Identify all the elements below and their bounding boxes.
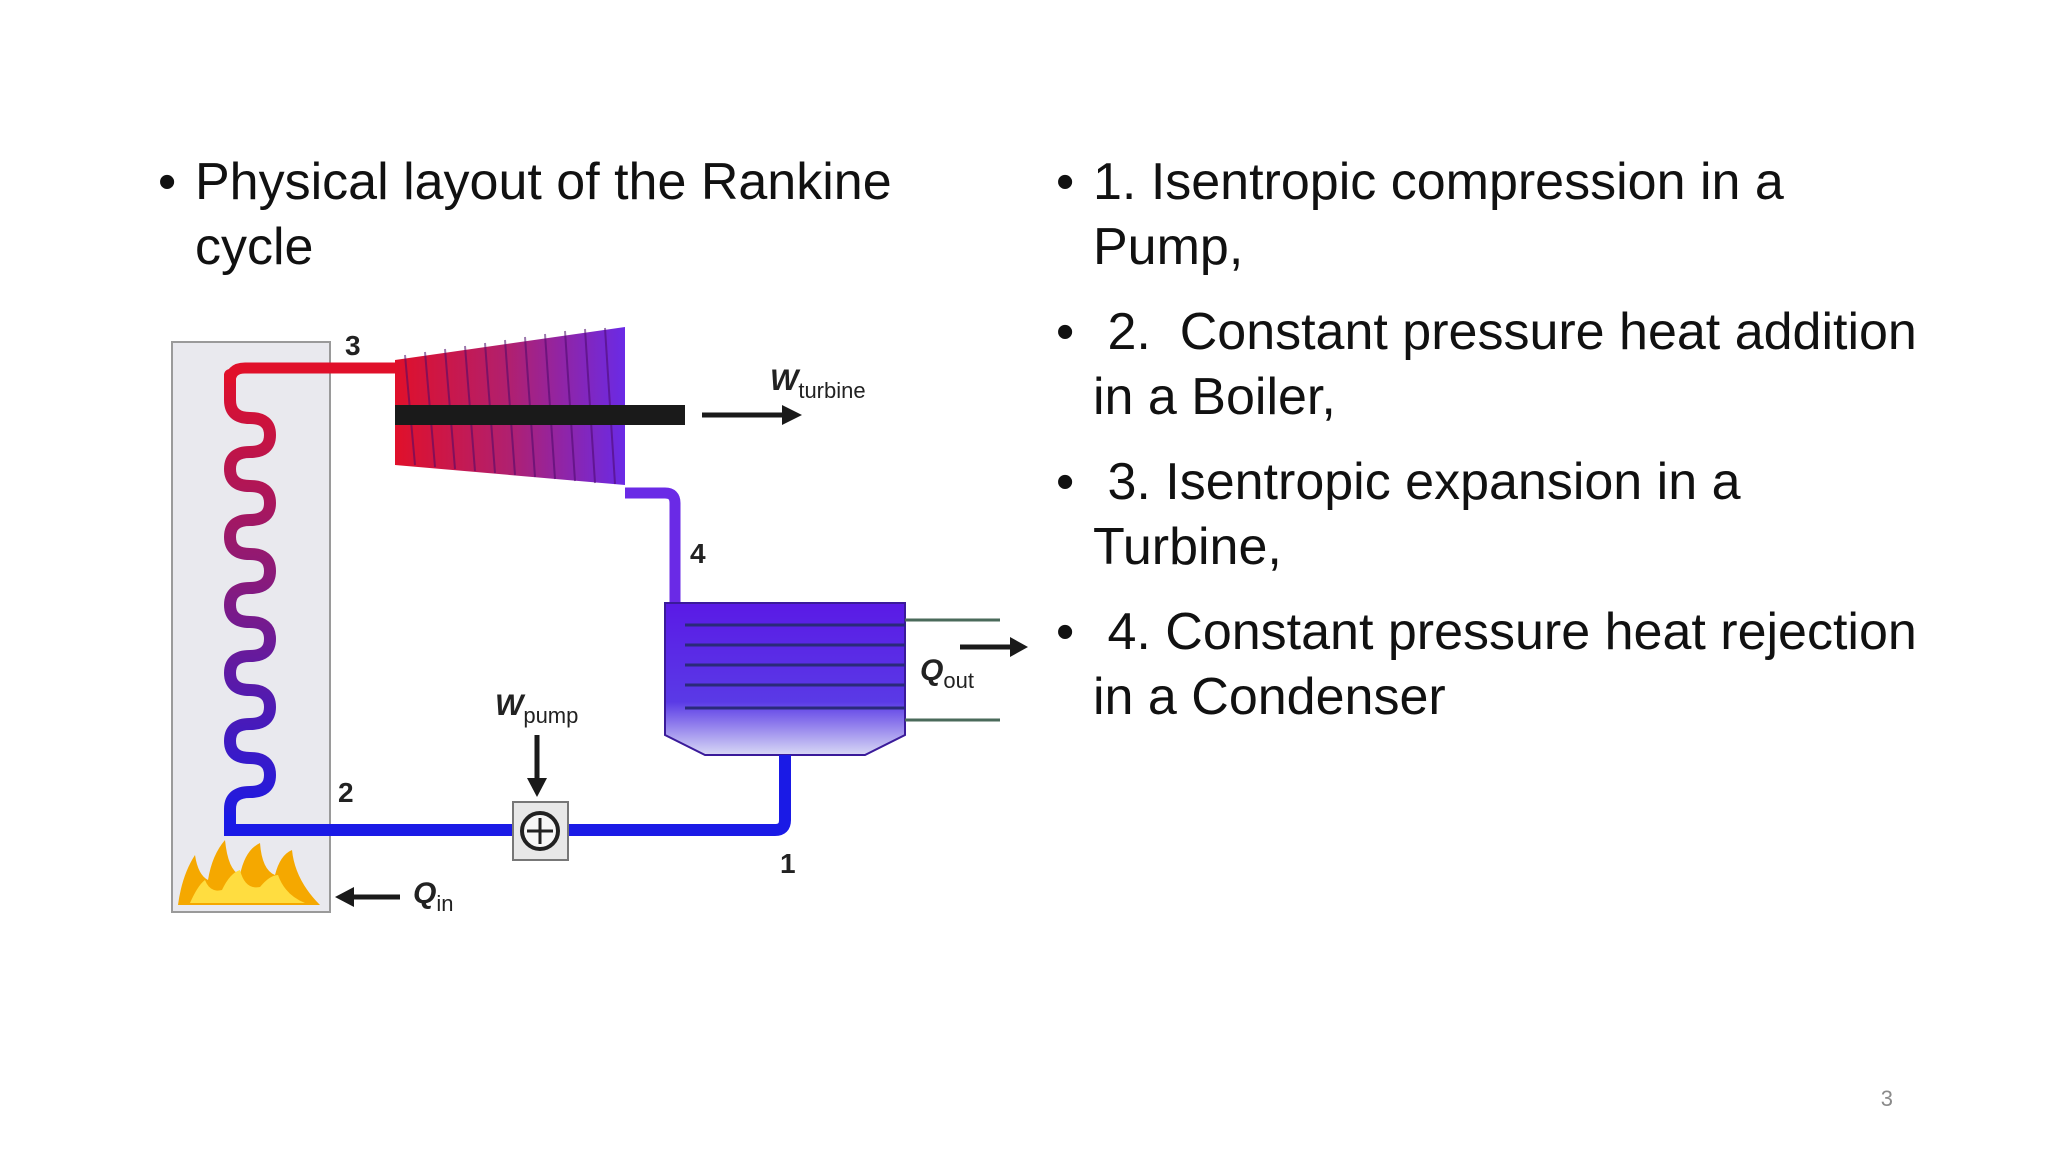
feedwater-pipe xyxy=(224,755,791,836)
state-label-3: 3 xyxy=(345,330,361,361)
q-out-symbol: Q xyxy=(920,654,943,687)
q-out-subscript: out xyxy=(943,668,974,693)
bullet-step-1: • 1. Isentropic compression in a Pump, xyxy=(1048,150,1928,280)
state-label-4: 4 xyxy=(690,538,706,569)
bullet-dot: • xyxy=(1056,303,1075,361)
w-turbine-subscript: turbine xyxy=(798,378,865,403)
q-in-symbol: Q xyxy=(413,877,436,910)
rankine-cycle-diagram: Wturbine Qout Wpump xyxy=(171,327,1028,916)
w-pump-label: Wpump xyxy=(495,689,578,728)
bullet-step-4: • 4. Constant pressure heat rejection in… xyxy=(1048,600,1928,730)
left-column: • Physical layout of the Rankine cycle xyxy=(150,150,980,300)
bullet-text: 2. Constant pressure heat addition in a … xyxy=(1093,303,1932,426)
turbine-exhaust-pipe xyxy=(625,487,681,605)
flame-icon xyxy=(178,840,320,905)
q-in-arrowhead xyxy=(335,887,354,907)
left-bullet: • Physical layout of the Rankine cycle xyxy=(150,150,980,280)
left-bullet-text: Physical layout of the Rankine cycle xyxy=(195,153,892,276)
w-turbine-symbol: W xyxy=(770,364,801,397)
bullet-text: 4. Constant pressure heat rejection in a… xyxy=(1093,603,1932,726)
q-in-label: Qin xyxy=(413,877,453,916)
condenser-body xyxy=(664,602,906,756)
w-pump-subscript: pump xyxy=(523,703,578,728)
condenser-tubes xyxy=(685,623,905,710)
bullet-dot: • xyxy=(1056,453,1075,511)
state-label-2: 2 xyxy=(338,777,354,808)
w-pump-symbol: W xyxy=(495,689,526,722)
turbine-shaft xyxy=(395,405,685,425)
w-pump-arrowhead xyxy=(527,778,547,797)
right-column: • 1. Isentropic compression in a Pump, •… xyxy=(1048,150,1928,750)
q-out-label: Qout xyxy=(920,654,974,693)
pump-impeller xyxy=(527,818,553,844)
q-out-arrowhead xyxy=(1010,637,1028,657)
bullet-step-3: • 3. Isentropic expansion in a Turbine, xyxy=(1048,450,1928,580)
bullet-text: 1. Isentropic compression in a Pump, xyxy=(1093,153,1799,276)
bullet-dot: • xyxy=(1056,603,1075,661)
boiler-coil xyxy=(223,369,277,829)
page-number: 3 xyxy=(1880,1086,1893,1111)
state-label-1: 1 xyxy=(780,848,796,879)
bullet-step-2: • 2. Constant pressure heat addition in … xyxy=(1048,300,1928,430)
w-turbine-label: Wturbine xyxy=(770,364,866,403)
boiler-top-pipe xyxy=(224,362,395,384)
bullet-dot: • xyxy=(1056,153,1075,211)
w-turbine-arrowhead xyxy=(782,405,802,425)
bullet-text: 3. Isentropic expansion in a Turbine, xyxy=(1093,453,1755,576)
q-in-subscript: in xyxy=(436,891,453,916)
bullet-dot: • xyxy=(158,153,177,211)
